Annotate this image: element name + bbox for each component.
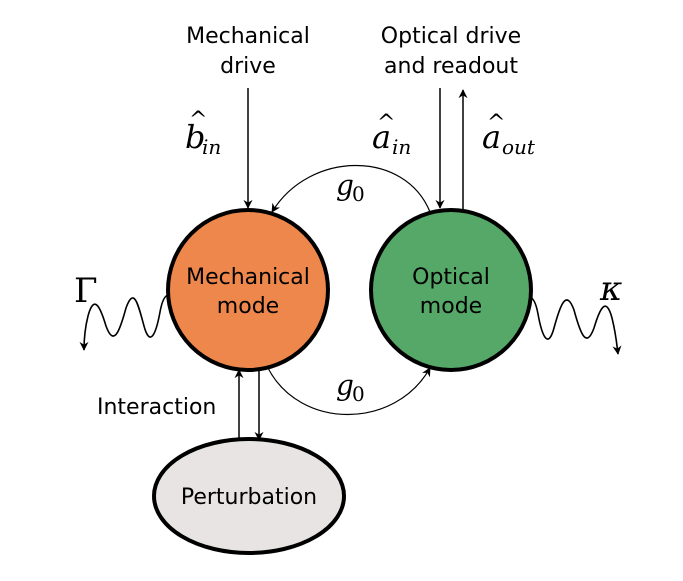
g0-bottom-sub: 0 [352,382,365,406]
optical-mode-label-line1: Optical [412,265,490,290]
g0-top-base: g [336,169,354,202]
a-out-hat: ^ [487,111,505,136]
b-in-base: b [185,118,205,156]
a-out-base: a [482,118,501,156]
optical-mode-node: Optical mode [369,208,533,372]
interaction-label: Interaction [97,395,216,420]
coupling-arc-top [271,164,431,213]
mechanical-drive-label-line2: drive [220,54,276,79]
g0-bottom-base: g [336,369,354,402]
optical-drive-label-line2: and readout [384,54,518,79]
kappa-symbol: κ [599,269,622,309]
a-in-sub: in [392,135,411,159]
optical-mode-label-line2: mode [420,294,482,319]
gamma-symbol: Γ [74,271,98,311]
kappa-damping-wave [517,296,622,355]
mechanical-mode-label-line1: Mechanical [186,265,310,290]
optical-mode-circle [369,208,533,372]
perturbation-label: Perturbation [181,485,317,510]
b-in-sub: in [202,135,221,159]
mechanical-drive-label-line1: Mechanical [186,24,310,49]
a-out-symbol: a ^ out [482,111,536,159]
a-in-hat: ^ [377,111,395,136]
b-in-symbol: b ^ in [185,108,221,159]
gamma-damping-wave [79,294,179,351]
mechanical-mode-label-line2: mode [217,294,279,319]
mechanical-mode-circle [166,208,330,372]
g0-top-sub: 0 [352,182,365,206]
b-in-hat: ^ [189,108,207,133]
perturbation-ellipse [152,437,346,555]
perturbation-node: Perturbation [152,437,346,555]
a-out-sub: out [502,135,536,159]
g0-top-symbol: g 0 [336,169,365,206]
a-in-base: a [372,118,391,156]
optical-drive-label-line1: Optical drive [381,24,521,49]
g0-bottom-symbol: g 0 [336,369,365,406]
a-in-symbol: a ^ in [372,111,411,159]
mechanical-mode-node: Mechanical mode [166,208,330,372]
coupling-arc-bottom [267,367,431,416]
